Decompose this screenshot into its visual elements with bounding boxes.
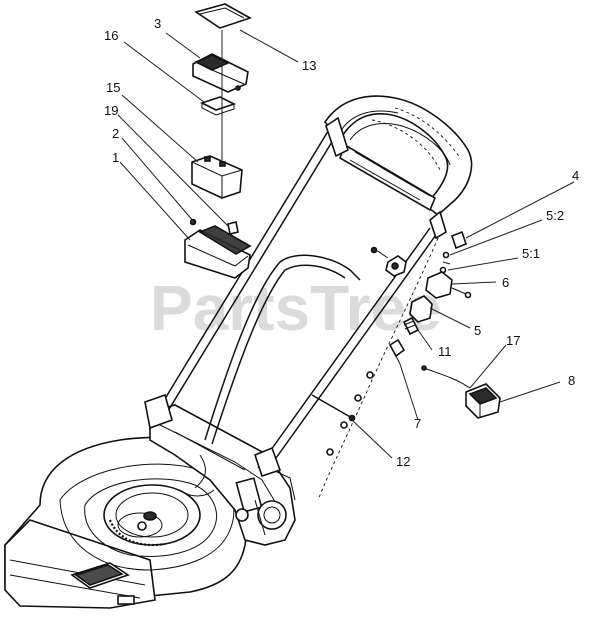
cable-clips xyxy=(317,237,439,501)
charger-part-3 xyxy=(192,53,249,93)
callout-16: 16 xyxy=(104,28,118,43)
leader-lines xyxy=(117,29,575,459)
callout-6: 6 xyxy=(502,275,509,290)
battery-tray-part-1 xyxy=(184,218,252,279)
wall-charger-part-8 xyxy=(465,383,501,419)
callout-3: 3 xyxy=(154,16,161,31)
label-part-13 xyxy=(194,3,252,29)
handle-frame xyxy=(144,95,473,478)
pad-part-16 xyxy=(199,96,237,116)
callout-8: 8 xyxy=(568,373,575,388)
callout-5-2: 5:2 xyxy=(546,208,564,223)
callout-13: 13 xyxy=(302,58,316,73)
callout-5: 5 xyxy=(474,323,481,338)
callout-7: 7 xyxy=(414,416,421,431)
rear-housing xyxy=(149,404,296,546)
callout-17: 17 xyxy=(506,333,520,348)
callout-11: 11 xyxy=(438,344,452,359)
callout-19: 19 xyxy=(104,103,118,118)
callout-2: 2 xyxy=(112,126,119,141)
switch-assembly xyxy=(370,230,472,365)
callout-12: 12 xyxy=(396,454,410,469)
callout-4: 4 xyxy=(572,168,579,183)
callout-5-1: 5:1 xyxy=(522,246,540,261)
mower-deck xyxy=(4,436,253,609)
power-cord-part-17 xyxy=(421,365,471,389)
callout-labels: 3 13 16 15 19 2 1 4 5:2 5:1 6 5 17 11 8 … xyxy=(104,16,579,469)
callout-1: 1 xyxy=(112,150,119,165)
callout-15: 15 xyxy=(106,80,120,95)
battery-part-15 xyxy=(191,155,243,199)
watermark: PartsTree xyxy=(150,272,442,344)
rod-part-12 xyxy=(311,394,356,422)
